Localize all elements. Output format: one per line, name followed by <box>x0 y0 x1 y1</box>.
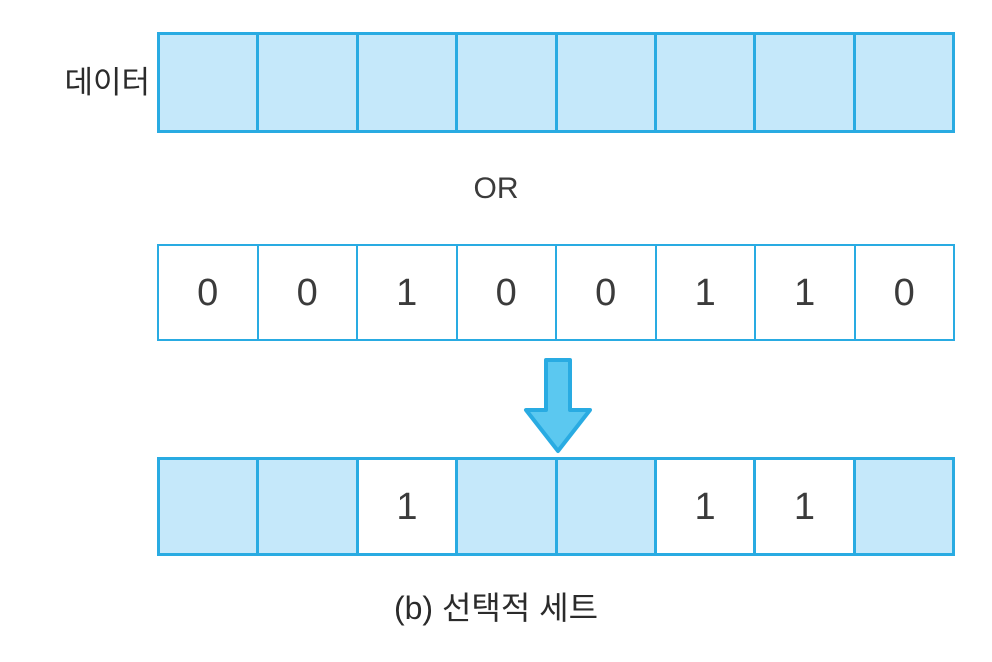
bit-row-data <box>157 32 955 133</box>
bit-cell: 0 <box>159 246 259 339</box>
bit-cell: 0 <box>557 246 657 339</box>
bit-cell: 1 <box>358 460 459 553</box>
bit-cell <box>855 460 952 553</box>
bit-cell <box>358 35 459 130</box>
bit-row-result: 1 1 1 <box>157 457 955 556</box>
bit-cell <box>756 35 856 130</box>
bit-cell <box>855 35 952 130</box>
bit-cell <box>557 35 657 130</box>
bit-cell <box>160 35 260 130</box>
bit-cell <box>160 460 260 553</box>
bit-cell <box>458 460 558 553</box>
bit-cell: 0 <box>855 246 953 339</box>
bit-cell <box>656 35 757 130</box>
data-row-label: 데이터 <box>64 65 150 100</box>
bit-cell <box>259 35 359 130</box>
bit-cell: 1 <box>756 460 856 553</box>
operator-label: OR <box>473 172 519 205</box>
bit-cell: 1 <box>656 460 757 553</box>
arrow-down-icon <box>524 358 592 453</box>
bit-cell <box>259 460 359 553</box>
bit-cell: 1 <box>756 246 856 339</box>
figure-caption: (b) 선택적 세트 <box>393 590 599 626</box>
bit-cell: 1 <box>358 246 458 339</box>
bit-row-mask: 0 0 1 0 0 1 1 0 <box>157 244 955 341</box>
bit-cell: 1 <box>656 246 756 339</box>
bit-cell <box>458 35 558 130</box>
bit-cell: 0 <box>258 246 358 339</box>
bit-cell: 0 <box>457 246 557 339</box>
bit-cell <box>557 460 657 553</box>
